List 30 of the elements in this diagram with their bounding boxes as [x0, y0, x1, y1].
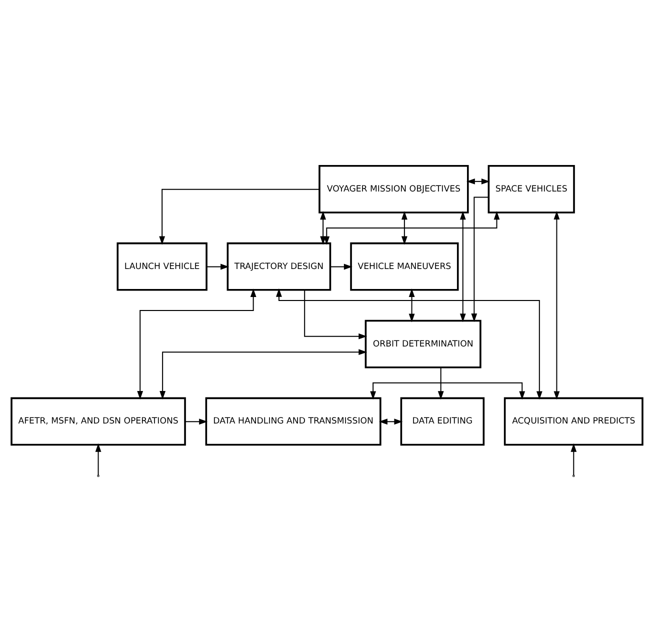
arrow: [160, 349, 368, 400]
arrow: [324, 211, 500, 245]
arrow: [408, 288, 415, 322]
arrow: [378, 418, 403, 425]
arrow: [438, 368, 444, 400]
arrow: [554, 210, 560, 400]
node-box: VEHICLE MANEUVERS: [350, 242, 459, 291]
arrow: [466, 178, 490, 184]
arrow: [401, 211, 408, 245]
node-box: ORBIT DETERMINATION: [364, 320, 482, 368]
arrow: [304, 290, 368, 340]
arrow: [206, 264, 230, 270]
arrow: [370, 382, 526, 400]
node-box: TRAJECTORY DESIGN: [226, 242, 332, 291]
node-box: LAUNCH VEHICLE: [116, 242, 208, 291]
node-box: ACQUISITION AND PREDICTS: [504, 397, 644, 446]
arrow: [330, 264, 352, 270]
node-box: DATA EDITING: [400, 397, 485, 446]
node-box: AFETR, MSFN, AND DSN OPERATIONS: [10, 397, 186, 446]
arrow: [159, 188, 320, 245]
arrow: [137, 288, 256, 400]
node-box: DATA HANDLING AND TRANSMISSION: [205, 397, 382, 446]
arrow: [276, 288, 542, 400]
arrow: [185, 418, 208, 425]
node-box: VOYAGER MISSION OBJECTIVES: [318, 164, 469, 214]
arrow: [570, 443, 577, 476]
arrow: [460, 211, 466, 322]
arrow: [471, 196, 489, 322]
arrow: [95, 443, 102, 476]
node-box: SPACE VEHICLES: [488, 164, 575, 214]
